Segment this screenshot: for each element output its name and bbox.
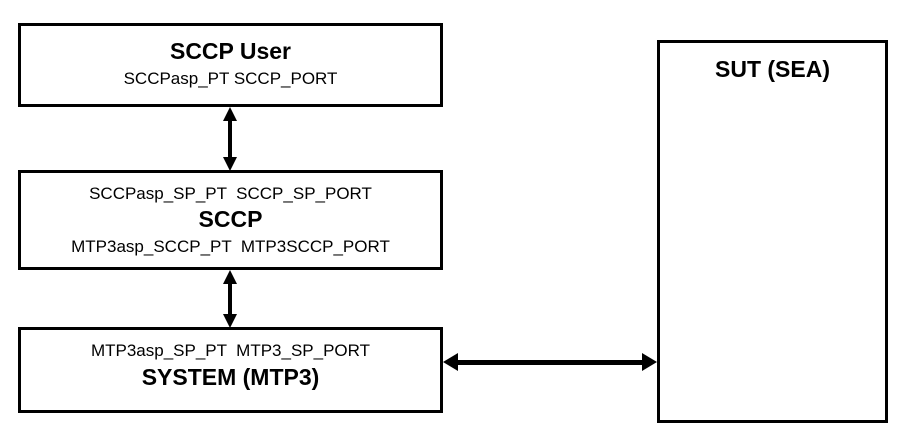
arrowhead-down-icon bbox=[223, 314, 237, 328]
box-sccp-user-ports-top: SCCPasp_PT SCCP_PORT bbox=[123, 69, 338, 88]
arrowhead-down-icon bbox=[223, 157, 237, 171]
box-sccp-user: SCCP User SCCPasp_PT SCCP_PORT bbox=[18, 23, 443, 107]
box-sccp-ports-top: SCCPasp_SP_PT SCCP_SP_PORT bbox=[89, 184, 372, 203]
box-sut-sea: SUT (SEA) bbox=[657, 40, 888, 423]
box-system-mtp3-title: SYSTEM (MTP3) bbox=[141, 364, 320, 390]
connector-shaft bbox=[456, 360, 644, 365]
box-sut-sea-title: SUT (SEA) bbox=[715, 56, 830, 82]
box-sccp-title: SCCP bbox=[198, 206, 263, 232]
connector-shaft bbox=[228, 283, 232, 315]
box-sccp-ports-bottom: MTP3asp_SCCP_PT MTP3SCCP_PORT bbox=[71, 237, 390, 256]
arrowhead-up-icon bbox=[223, 107, 237, 121]
box-system-mtp3-ports-top: MTP3asp_SP_PT MTP3_SP_PORT bbox=[90, 341, 371, 360]
box-sccp-user-title: SCCP User bbox=[169, 38, 292, 64]
box-system-mtp3: MTP3asp_SP_PT MTP3_SP_PORT SYSTEM (MTP3) bbox=[18, 327, 443, 413]
connector-sccp-user-to-sccp bbox=[217, 107, 243, 171]
connector-shaft bbox=[228, 120, 232, 158]
arrowhead-right-icon bbox=[642, 353, 657, 371]
connector-sccp-to-system bbox=[217, 270, 243, 328]
arrowhead-up-icon bbox=[223, 270, 237, 284]
box-sccp: SCCPasp_SP_PT SCCP_SP_PORT SCCP MTP3asp_… bbox=[18, 170, 443, 270]
connector-system-to-sut bbox=[443, 349, 657, 375]
arrowhead-left-icon bbox=[443, 353, 458, 371]
